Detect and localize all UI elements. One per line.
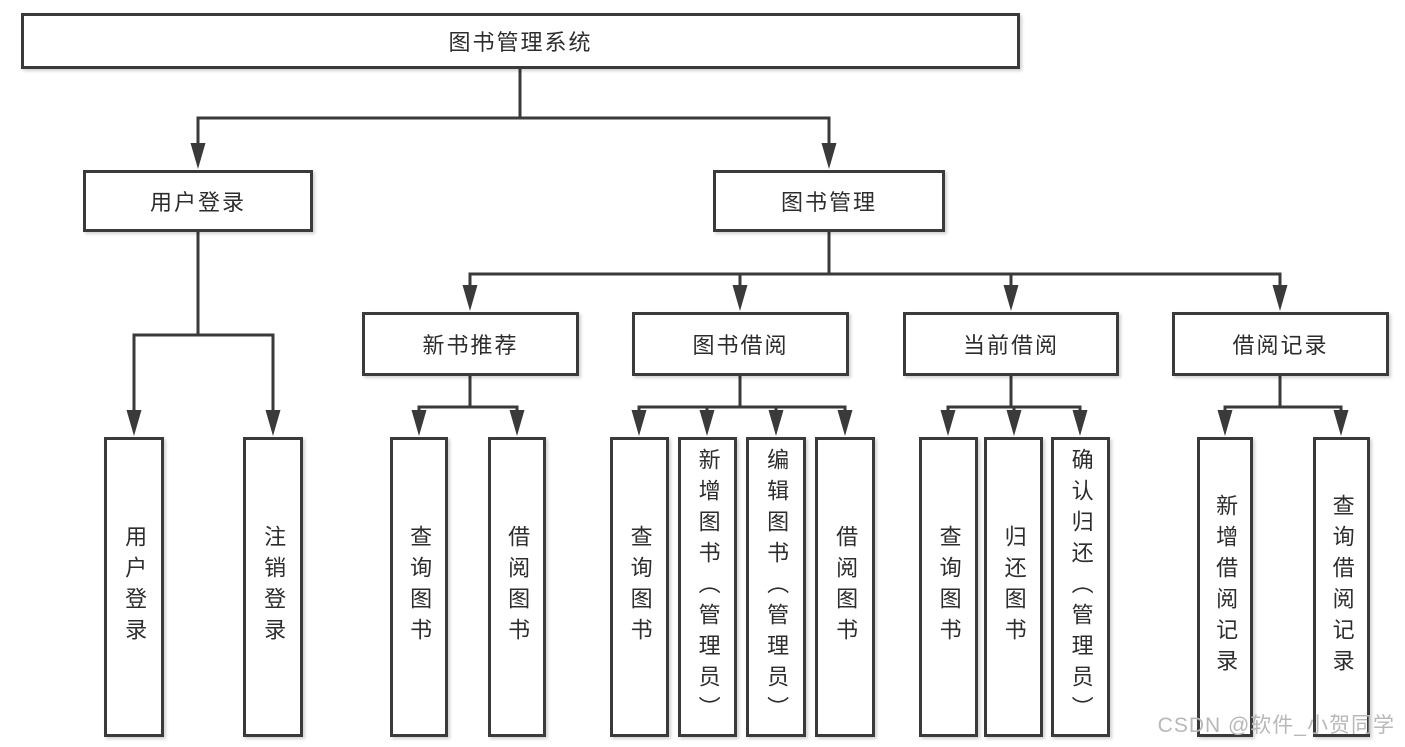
- connector-cur-borrow-children: [946, 376, 1082, 413]
- node-br-add-label: 新增借阅记录: [1213, 494, 1239, 680]
- connector-new-book-rec-children: [417, 376, 519, 413]
- node-nbr-query-label: 查询图书: [407, 525, 433, 649]
- node-logout-leaf-label: 注销登录: [261, 525, 287, 649]
- node-nbr-query: 查询图书: [390, 437, 448, 737]
- node-bb-query-label: 查询图书: [627, 525, 653, 649]
- node-nbr-borrow-label: 借阅图书: [505, 525, 531, 649]
- node-bb-add-label: 新增图书（管理员）: [695, 447, 721, 727]
- connector-root-to-level2: [196, 69, 831, 145]
- node-bb-query: 查询图书: [610, 437, 669, 737]
- node-cb-query: 查询图书: [919, 437, 978, 737]
- node-book-mgmt-label: 图书管理: [780, 190, 877, 215]
- node-borrow-rec-label: 借阅记录: [1232, 333, 1329, 358]
- node-new-book-rec: 新书推荐: [362, 312, 579, 376]
- node-cb-return: 归还图书: [984, 437, 1043, 737]
- node-book-mgmt: 图书管理: [713, 170, 945, 232]
- node-bb-add: 新增图书（管理员）: [678, 437, 737, 737]
- node-bb-edit: 编辑图书（管理员）: [746, 437, 806, 737]
- node-root: 图书管理系统: [21, 13, 1020, 69]
- node-user-login: 用户登录: [83, 170, 313, 232]
- watermark: CSDN @软件_小贺同学: [1157, 714, 1395, 737]
- node-root-label: 图书管理系统: [448, 30, 593, 55]
- node-new-book-rec-label: 新书推荐: [422, 333, 519, 358]
- node-cb-query-label: 查询图书: [936, 525, 962, 649]
- node-br-add: 新增借阅记录: [1197, 437, 1253, 737]
- node-book-borrow-label: 图书借阅: [692, 333, 789, 358]
- node-logout-leaf: 注销登录: [243, 437, 303, 737]
- connector-book-mgmt-children: [468, 232, 1282, 288]
- connector-book-borrow-children: [637, 376, 847, 413]
- node-nbr-borrow: 借阅图书: [488, 437, 546, 737]
- node-br-query-label: 查询借阅记录: [1329, 494, 1355, 680]
- node-login-leaf: 用户登录: [104, 437, 164, 737]
- node-cur-borrow: 当前借阅: [903, 312, 1119, 376]
- connector-borrow-rec-children: [1223, 376, 1343, 413]
- node-login-leaf-label: 用户登录: [122, 525, 148, 649]
- node-bb-edit-label: 编辑图书（管理员）: [764, 447, 790, 727]
- node-cb-confirm: 确认归还（管理员）: [1051, 437, 1110, 737]
- connector-user-login-children: [132, 232, 275, 413]
- node-cb-return-label: 归还图书: [1001, 525, 1027, 649]
- node-cb-confirm-label: 确认归还（管理员）: [1068, 447, 1094, 727]
- node-bb-borrow-label: 借阅图书: [833, 525, 859, 649]
- node-bb-borrow: 借阅图书: [815, 437, 875, 737]
- node-borrow-rec: 借阅记录: [1172, 312, 1389, 376]
- node-br-query: 查询借阅记录: [1313, 437, 1370, 737]
- node-user-login-label: 用户登录: [149, 190, 246, 215]
- arrowhead-icons: [126, 143, 1349, 436]
- node-book-borrow: 图书借阅: [632, 312, 849, 376]
- node-cur-borrow-label: 当前借阅: [962, 333, 1059, 358]
